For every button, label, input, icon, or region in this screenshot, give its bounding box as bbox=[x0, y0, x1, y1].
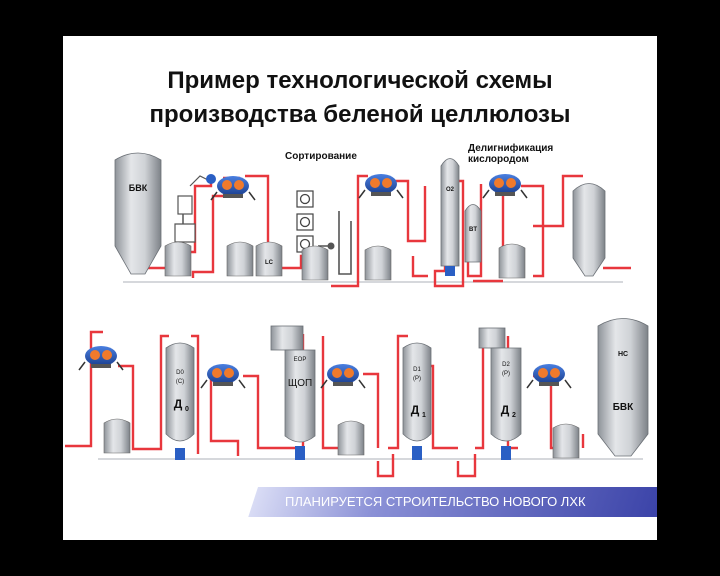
title-line-1: Пример технологической схемы bbox=[167, 67, 553, 94]
label-d1-code1: D1 bbox=[413, 367, 421, 373]
label-bvk-top: БВК bbox=[129, 183, 148, 193]
d1-tower bbox=[402, 342, 432, 460]
label-hc: НС bbox=[618, 351, 628, 358]
label-d2-sub: 2 bbox=[512, 412, 516, 419]
section-delignification-line-2: кислородом bbox=[468, 154, 529, 165]
label-d0-sub: 0 bbox=[185, 406, 189, 413]
label-d2: Д bbox=[501, 403, 510, 417]
section-delignification-label: Делигнификация кислородом bbox=[468, 143, 553, 165]
label-d0: Д bbox=[174, 397, 183, 411]
d0-tower bbox=[165, 342, 195, 460]
section-sorting-label: Сортирование bbox=[285, 151, 357, 162]
label-d1-sub: 1 bbox=[422, 412, 426, 419]
sorting-screens bbox=[296, 190, 352, 275]
eop-tower bbox=[270, 325, 316, 460]
label-d0-code1: D0 bbox=[176, 370, 184, 376]
process-diagram: БВК LC O2 BT D0 (C) Д 0 EOP ЩОП D1 (P) Д… bbox=[65, 152, 649, 478]
label-d2-code1: D2 bbox=[502, 362, 510, 368]
label-d0-code2: (C) bbox=[176, 379, 184, 385]
lc-tank bbox=[255, 241, 283, 277]
bvk-top-tank bbox=[114, 152, 162, 275]
label-d1: Д bbox=[411, 403, 420, 417]
label-d2-code2: (P) bbox=[502, 371, 510, 377]
feed-cyclone bbox=[174, 174, 216, 243]
bt-tower bbox=[464, 204, 482, 263]
o2-reactor bbox=[440, 158, 460, 276]
title-line-2: производства беленой целлюлозы bbox=[149, 101, 571, 128]
label-shchop: ЩОП bbox=[288, 378, 312, 389]
storage-tank-row1 bbox=[572, 183, 606, 277]
ground-lines bbox=[98, 281, 643, 460]
section-delignification-line-1: Делигнификация bbox=[468, 143, 554, 154]
label-lc: LC bbox=[265, 260, 274, 266]
bvk-bottom-tank bbox=[597, 318, 649, 457]
label-o2: O2 bbox=[446, 187, 455, 193]
pipes-row-1 bbox=[141, 174, 631, 288]
page-title: Пример технологической схемы производств… bbox=[63, 64, 657, 132]
label-bt: BT bbox=[469, 227, 477, 233]
announcement-text: ПЛАНИРУЕТСЯ СТРОИТЕЛЬСТВО НОВОГО ЛХК bbox=[285, 494, 586, 509]
slide: Пример технологической схемы производств… bbox=[63, 36, 657, 540]
d2-tower bbox=[478, 327, 522, 460]
label-bvk-bottom: БВК bbox=[613, 402, 634, 413]
label-eop: EOP bbox=[294, 357, 307, 363]
label-d1-code2: (P) bbox=[413, 376, 421, 382]
